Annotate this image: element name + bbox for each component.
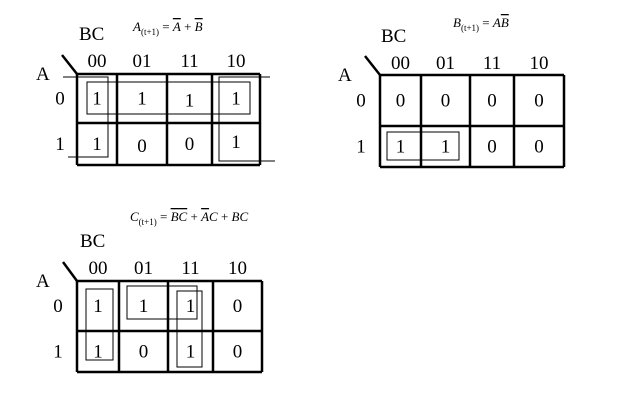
complemented-term: A <box>172 19 181 34</box>
column-label: 11 <box>483 53 501 74</box>
cell-value: 0 <box>137 136 147 157</box>
term: + <box>218 209 232 224</box>
cell-value: 0 <box>487 137 497 158</box>
row-label: 1 <box>55 134 65 155</box>
equation-lhs: B <box>453 15 461 30</box>
term: BC <box>232 209 249 224</box>
cell-value: 0 <box>534 91 544 112</box>
term: + <box>187 209 201 224</box>
cell-value: 1 <box>137 89 147 110</box>
row-label: 0 <box>356 91 366 112</box>
column-label: 10 <box>530 53 549 74</box>
complemented-term: B <box>171 209 179 224</box>
cell-value: 1 <box>186 342 196 363</box>
equation: C(t+1) = BC + AC + BC <box>130 209 248 227</box>
equation-lhs: A <box>132 19 141 34</box>
cell-value: 0 <box>185 134 195 155</box>
column-label: 01 <box>133 51 152 72</box>
column-label: 11 <box>180 51 198 72</box>
column-variable-label: BC <box>381 26 406 47</box>
equals-sign: = <box>157 209 171 224</box>
equation-subscript: (t+1) <box>141 27 159 37</box>
row-label: 1 <box>53 342 63 363</box>
cell-value: 1 <box>231 89 241 110</box>
cell-value: 0 <box>233 342 243 363</box>
kmap-grid <box>378 73 566 169</box>
cell-value: 0 <box>534 137 544 158</box>
column-label: 11 <box>181 258 199 279</box>
cell-value: 1 <box>93 296 103 317</box>
complemented-term: C <box>179 209 188 224</box>
equation-subscript: (t+1) <box>461 23 479 33</box>
equals-sign: = <box>479 15 493 30</box>
column-label: 01 <box>134 258 153 279</box>
diagonal-divider <box>364 55 381 76</box>
row-label: 1 <box>356 137 366 158</box>
row-variable-label: A <box>36 64 50 85</box>
cell-value: 1 <box>92 134 102 155</box>
row-variable-label: A <box>36 271 50 292</box>
complemented-term: B <box>195 19 203 34</box>
cell-value: 1 <box>139 296 149 317</box>
row-variable-label: A <box>338 65 352 86</box>
grouping-loop <box>63 76 109 158</box>
equation-subscript: (t+1) <box>139 217 157 227</box>
cell-value: 1 <box>93 342 103 363</box>
kmap-grid <box>75 279 264 374</box>
cell-value: 1 <box>185 91 195 112</box>
term: A <box>492 15 501 30</box>
column-label: 10 <box>227 51 246 72</box>
cell-value: 1 <box>92 89 102 110</box>
complemented-term: A <box>200 209 209 224</box>
equation: B(t+1) = AB <box>453 15 509 33</box>
diagonal-divider <box>61 261 79 282</box>
grouping-loop <box>176 290 203 368</box>
equals-sign: = <box>159 19 173 34</box>
column-label: 00 <box>88 51 107 72</box>
diagonal-divider <box>61 54 78 75</box>
grouping-loop <box>86 81 251 115</box>
cell-value: 1 <box>186 296 196 317</box>
equation: A(t+1) = A + B <box>132 19 203 37</box>
term: + <box>181 19 195 34</box>
complemented-term: B <box>501 15 509 30</box>
cell-value: 1 <box>231 132 241 153</box>
grouping-loop <box>126 285 198 320</box>
cell-value: 0 <box>233 296 243 317</box>
grouping-loop <box>218 76 275 162</box>
column-label: 10 <box>228 258 247 279</box>
cell-value: 0 <box>487 91 497 112</box>
column-label: 01 <box>436 53 455 74</box>
column-label: 00 <box>89 258 108 279</box>
column-variable-label: BC <box>80 231 105 252</box>
term: C <box>209 209 218 224</box>
column-variable-label: BC <box>79 24 104 45</box>
cell-value: 0 <box>139 342 149 363</box>
row-label: 0 <box>55 89 65 110</box>
cell-value: 1 <box>441 137 451 158</box>
column-label: 00 <box>391 53 410 74</box>
grouping-loop <box>386 131 460 161</box>
grouping-loop <box>85 288 114 361</box>
row-label: 0 <box>53 296 63 317</box>
equation-lhs: C <box>130 209 139 224</box>
cell-value: 0 <box>396 91 406 112</box>
cell-value: 1 <box>396 137 406 158</box>
cell-value: 0 <box>441 91 451 112</box>
